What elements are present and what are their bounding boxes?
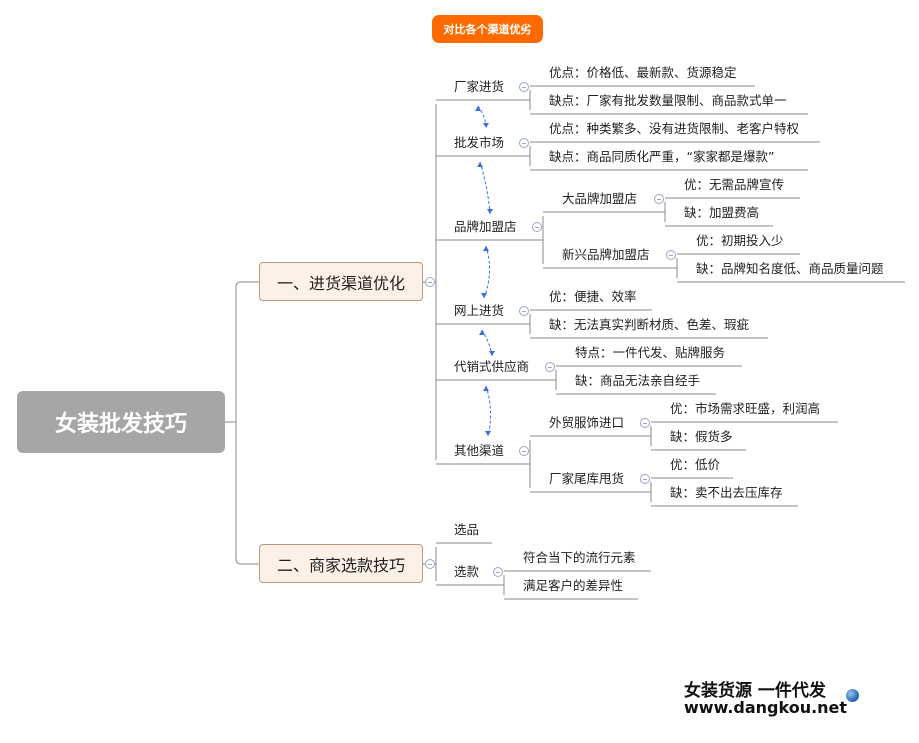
- relationship-line: [483, 245, 490, 299]
- topic-node[interactable]: 厂家进货: [454, 79, 505, 94]
- topic-node[interactable]: 外贸服饰进口: [549, 415, 625, 430]
- relationship-line: [479, 161, 491, 215]
- arrow-head-icon: [483, 246, 489, 251]
- collapse-icon[interactable]: [519, 446, 529, 456]
- topic-node[interactable]: 批发市场: [454, 135, 505, 150]
- topic-node[interactable]: 缺：商品无法亲自经手: [575, 373, 701, 388]
- topic-node[interactable]: 满足客户的差异性: [523, 578, 624, 593]
- collapse-icon[interactable]: [519, 82, 529, 92]
- topic-node[interactable]: 符合当下的流行元素: [523, 550, 636, 565]
- topic-node[interactable]: 优：初期投入少: [696, 233, 784, 248]
- topic-node[interactable]: 其他渠道: [454, 443, 505, 458]
- topic-node[interactable]: 优：市场需求旺盛，利润高: [670, 401, 821, 416]
- globe-icon: [846, 689, 859, 702]
- topic-node[interactable]: 优点：种类繁多、没有进货限制、老客户特权: [549, 121, 800, 136]
- topic-node[interactable]: 品牌加盟店: [454, 219, 517, 234]
- topic-node[interactable]: 代销式供应商: [454, 359, 530, 374]
- arrow-head-icon: [479, 330, 485, 335]
- arrow-head-icon: [483, 386, 489, 391]
- root-connector: [225, 281, 436, 565]
- arrow-head-icon: [483, 123, 489, 128]
- topic-node[interactable]: 优：低价: [670, 457, 721, 472]
- collapse-icon[interactable]: [654, 194, 664, 204]
- collapse-icon[interactable]: [425, 559, 435, 569]
- collapse-icon[interactable]: [425, 277, 435, 287]
- root-topic[interactable]: 女装批发技巧: [17, 391, 225, 453]
- topic-node[interactable]: 缺：品牌知名度低、商品质量问题: [696, 261, 884, 276]
- relationship-line: [485, 385, 492, 437]
- branch-style-selection[interactable]: 二、商家选款技巧: [259, 544, 423, 583]
- topic-node[interactable]: 优：无需品牌宣传: [684, 177, 785, 192]
- arrow-head-icon: [477, 162, 483, 167]
- topic-node[interactable]: 缺点：商品同质化严重，“家家都是爆款”: [549, 149, 775, 164]
- topic-node[interactable]: 缺：加盟费高: [684, 205, 760, 220]
- compare-channels-button[interactable]: 对比各个渠道优劣: [432, 15, 543, 43]
- collapse-icon[interactable]: [640, 474, 650, 484]
- topic-node[interactable]: 优点：价格低、最新款、货源稳定: [549, 65, 737, 80]
- arrow-head-icon: [475, 106, 481, 111]
- collapse-icon[interactable]: [519, 306, 529, 316]
- arrow-head-icon: [489, 351, 495, 356]
- arrow-head-icon: [487, 209, 493, 214]
- arrow-head-icon: [481, 293, 487, 298]
- topic-node[interactable]: 缺：假货多: [670, 429, 733, 444]
- watermark-url: www.dangkou.net: [684, 698, 848, 717]
- collapse-icon[interactable]: [640, 418, 650, 428]
- collapse-icon[interactable]: [545, 362, 555, 372]
- collapse-icon[interactable]: [493, 567, 503, 577]
- topic-node[interactable]: 选品: [454, 522, 480, 537]
- branch-purchase-channels[interactable]: 一、进货渠道优化: [259, 262, 423, 301]
- topic-node[interactable]: 网上进货: [454, 303, 505, 318]
- collapse-icon[interactable]: [666, 250, 676, 260]
- arrow-head-icon: [485, 431, 491, 436]
- topic-node[interactable]: 新兴品牌加盟店: [562, 247, 650, 262]
- collapse-icon[interactable]: [532, 222, 542, 232]
- topic-node[interactable]: 缺：卖不出去压库存: [670, 485, 783, 500]
- collapse-icon[interactable]: [519, 138, 529, 148]
- watermark-title: 女装货源 一件代发: [684, 681, 826, 701]
- topic-node[interactable]: 特点：一件代发、贴牌服务: [575, 345, 726, 360]
- topic-node[interactable]: 大品牌加盟店: [562, 191, 638, 206]
- topic-node[interactable]: 缺：无法真实判断材质、色差、瑕疵: [549, 317, 750, 332]
- topic-node[interactable]: 优：便捷、效率: [549, 289, 637, 304]
- topic-node[interactable]: 选款: [454, 564, 480, 579]
- topic-node[interactable]: 厂家尾库甩货: [549, 471, 625, 486]
- topic-node[interactable]: 缺点：厂家有批发数量限制、商品款式单一: [549, 93, 787, 108]
